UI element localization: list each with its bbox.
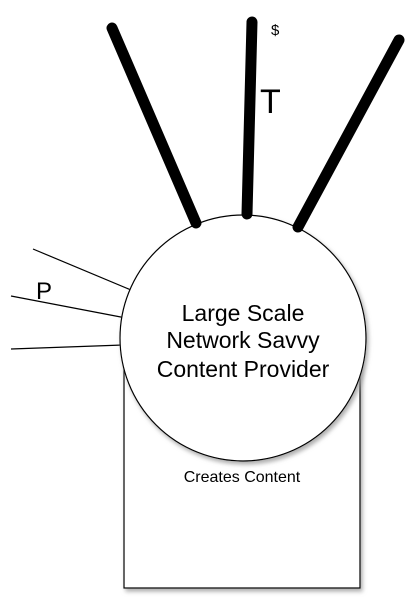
thick-line-center <box>241 16 258 220</box>
main-label-line-2: Network Savvy <box>166 327 320 353</box>
box-label: Creates Content <box>184 469 301 486</box>
thick-line-left <box>106 22 202 229</box>
thin-line-label: P <box>36 278 52 305</box>
thin-input-lines <box>10 248 132 350</box>
dollar-label: $ <box>271 22 280 39</box>
thick-line-label: T <box>260 83 281 121</box>
thick-output-lines <box>106 16 405 233</box>
thin-line-bottom <box>10 344 124 350</box>
main-label-line-1: Large Scale <box>182 300 305 326</box>
main-label-line-3: Content Provider <box>157 356 330 382</box>
thin-line-top <box>32 248 132 291</box>
thin-line-middle <box>10 295 127 319</box>
main-label: Large Scale Network Savvy Content Provid… <box>157 300 330 382</box>
thick-line-right <box>292 34 405 233</box>
